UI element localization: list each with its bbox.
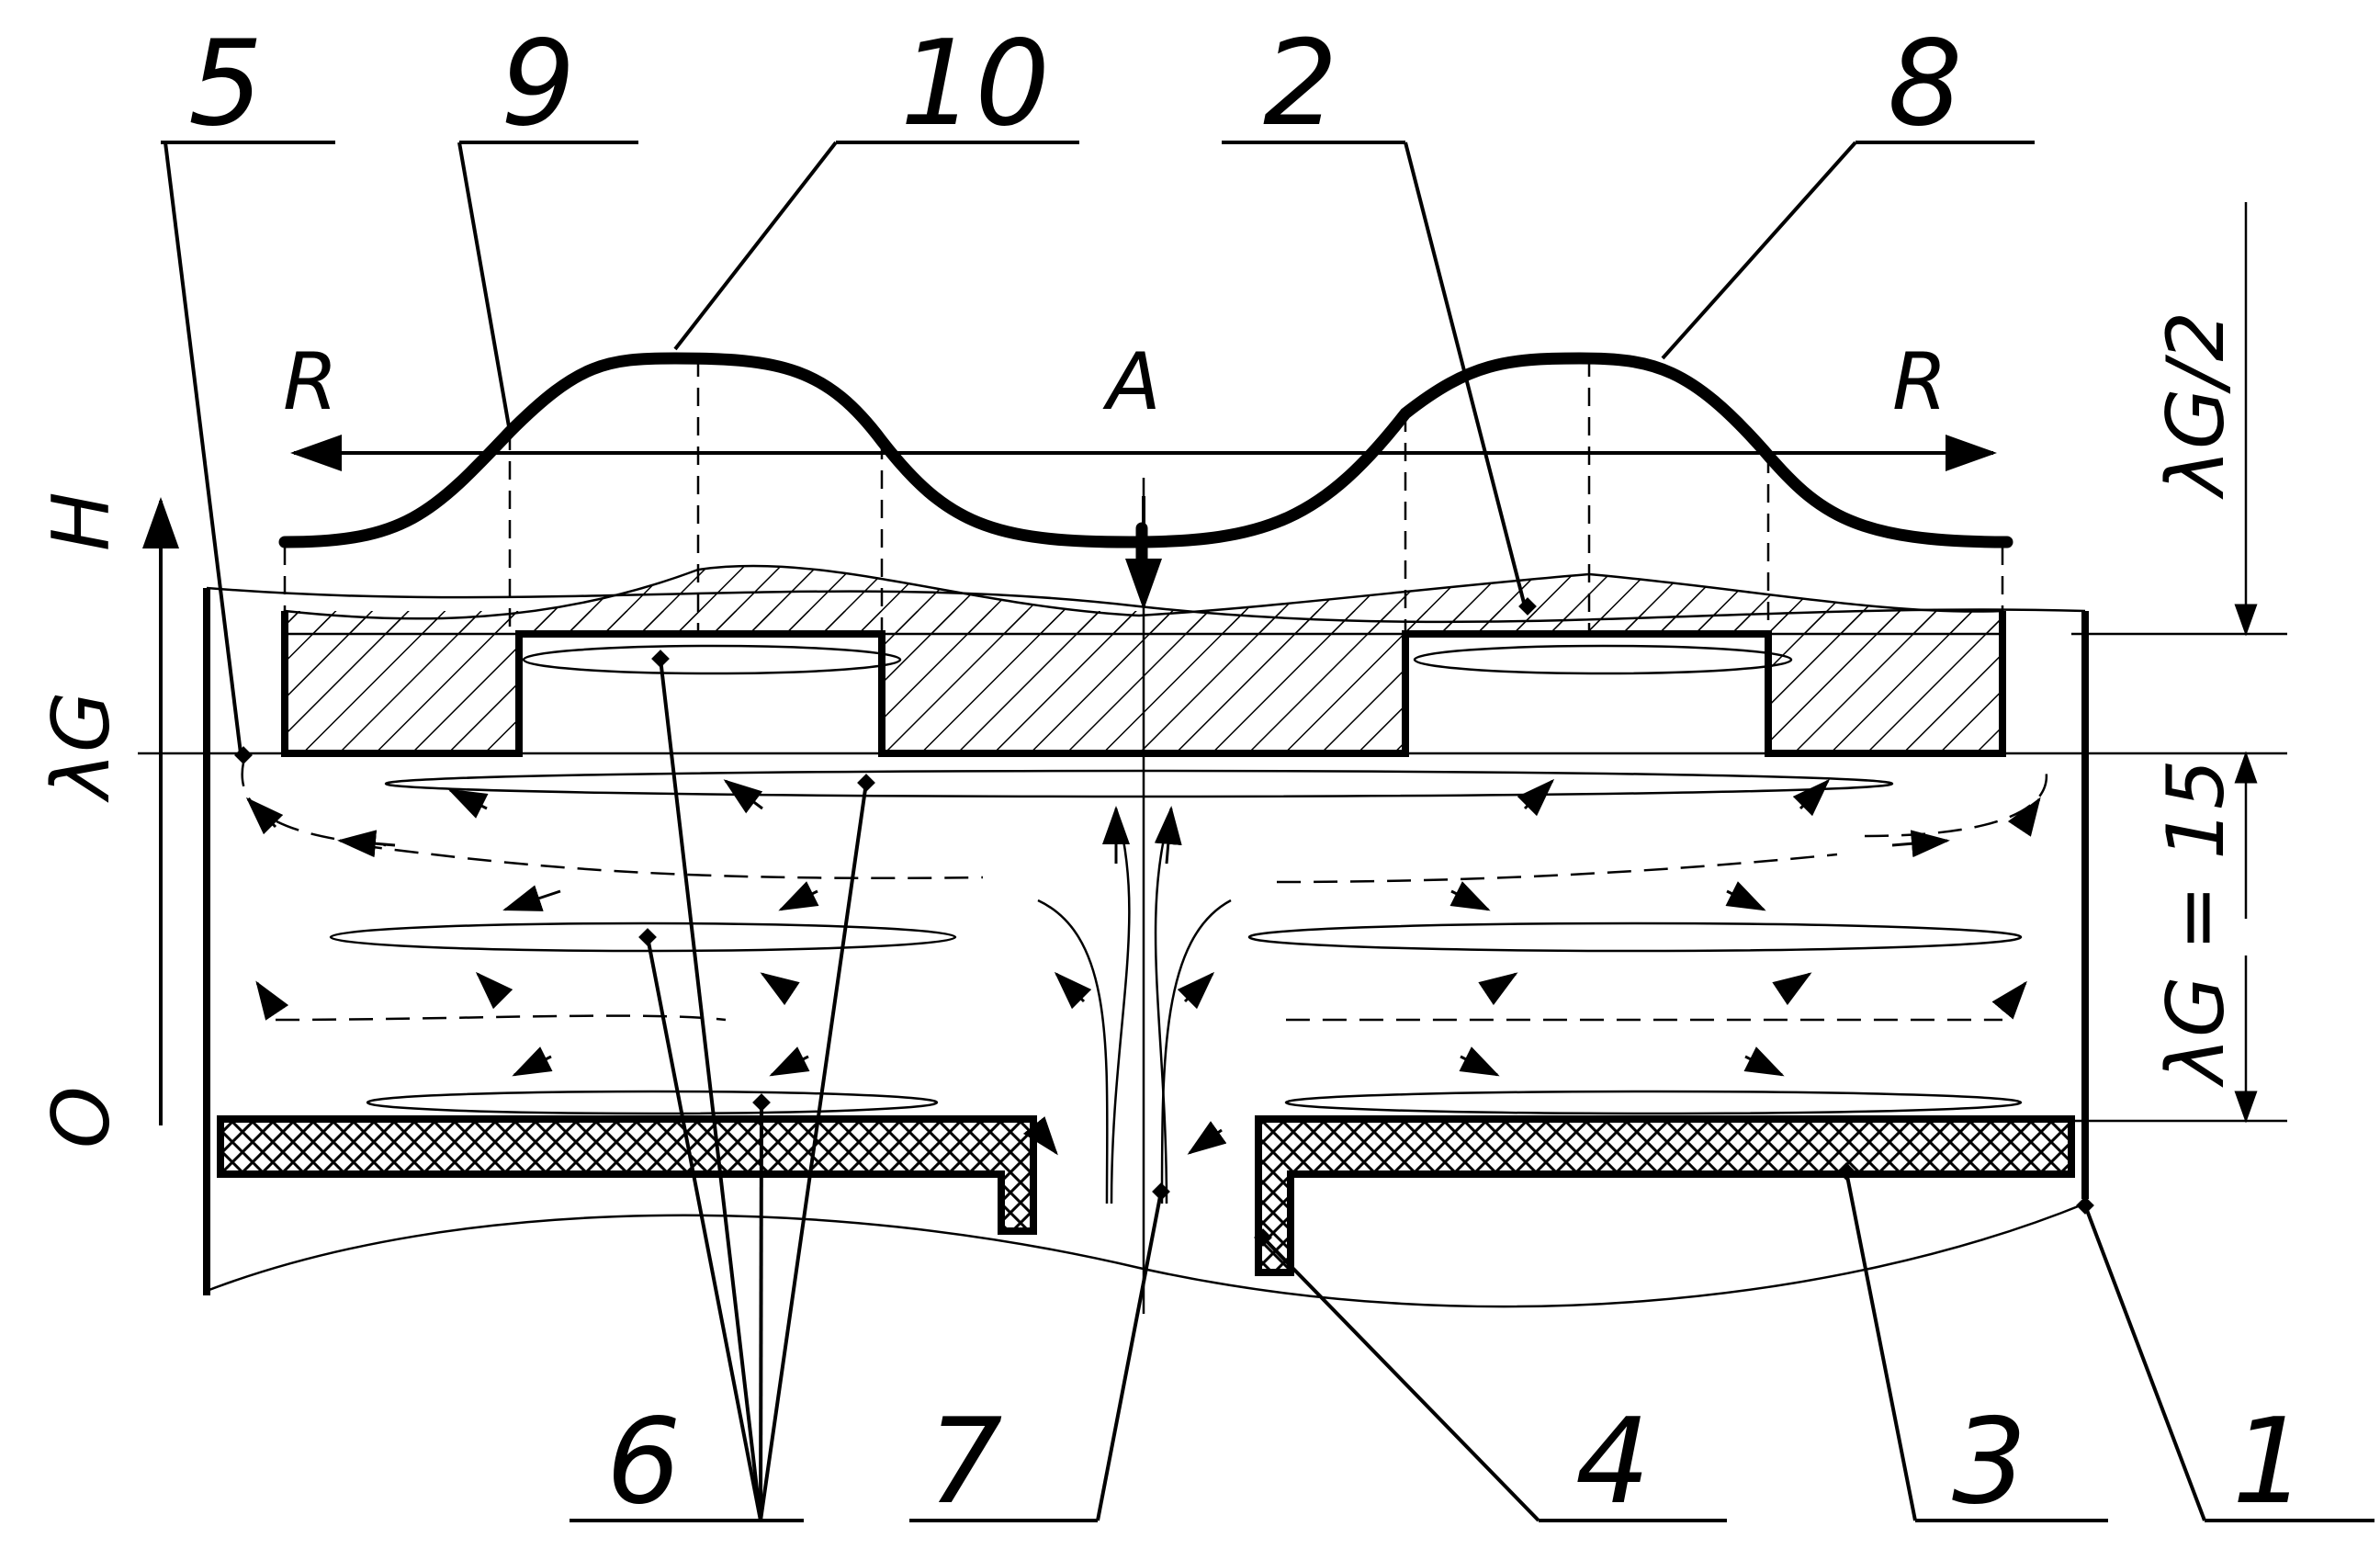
callout-6: 6	[606, 1394, 681, 1531]
leader-lines-top	[161, 141, 2035, 754]
callout-1: 1	[2232, 1394, 2307, 1531]
label-lambda-eq: λG = 15	[2150, 759, 2242, 1088]
label-h: H	[36, 492, 128, 551]
label-lambda-half: λG/2	[2150, 311, 2242, 500]
callout-10: 10	[900, 16, 1050, 153]
label-zero: O	[36, 1086, 128, 1148]
callout-7: 7	[928, 1394, 1002, 1531]
flow-arrows	[245, 778, 2041, 1156]
plasma-layers	[329, 644, 2023, 1115]
upper-electrode-body	[281, 611, 2006, 757]
dimension-lines	[2021, 202, 2287, 1124]
lower-electrode-right	[1255, 1115, 2075, 1276]
housing-bottom-edge	[206, 1202, 2086, 1308]
callout-8: 8	[1888, 16, 1962, 153]
label-lambda-g-left: λG	[36, 691, 128, 803]
callout-5: 5	[188, 16, 263, 153]
lower-electrode-left	[217, 1115, 1037, 1235]
callout-4: 4	[1575, 1394, 1650, 1531]
callout-2: 2	[1263, 16, 1337, 153]
label-r-right: R	[1892, 336, 1947, 428]
label-a: A	[1102, 336, 1161, 428]
callout-9: 9	[501, 16, 575, 153]
amplitude-curve	[278, 352, 2013, 548]
leader-lines-bottom	[570, 658, 2374, 1522]
callout-3: 3	[1952, 1394, 2026, 1531]
label-r-left: R	[283, 336, 338, 428]
